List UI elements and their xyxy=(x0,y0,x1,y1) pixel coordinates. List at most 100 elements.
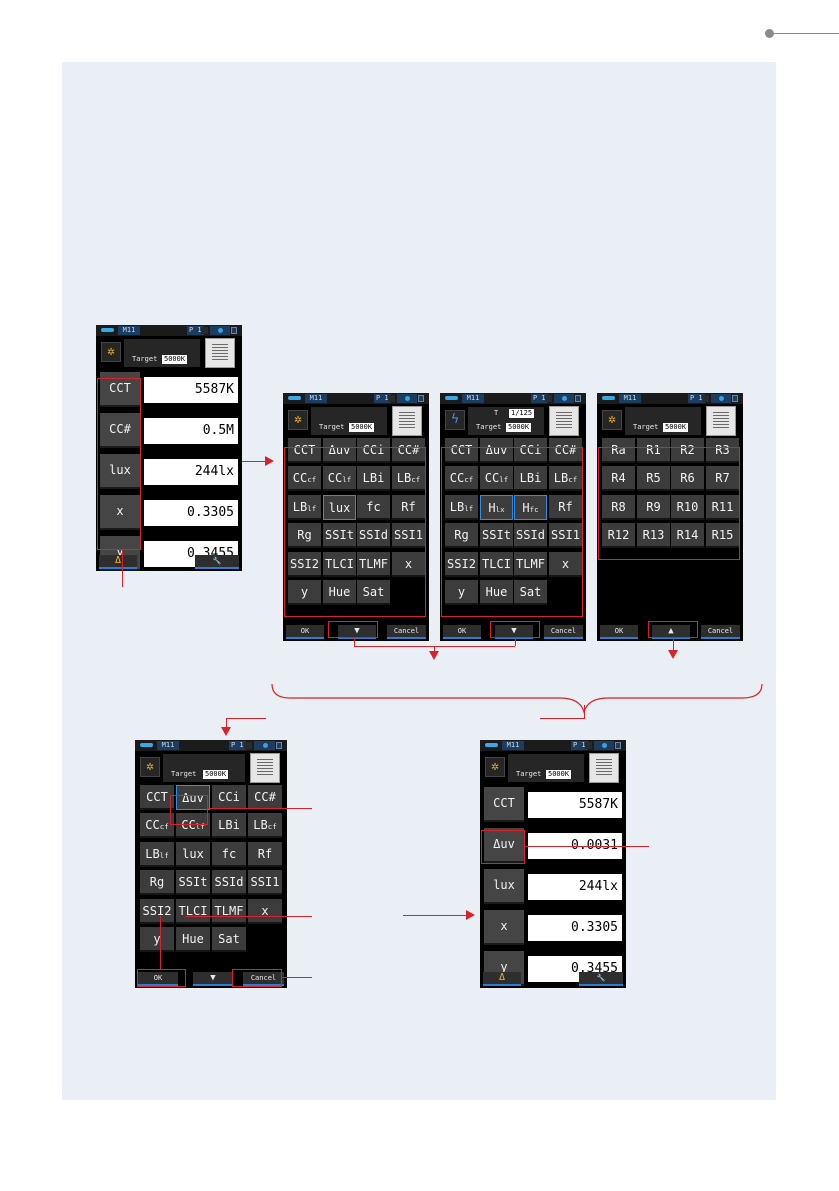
ok-button[interactable]: OK xyxy=(443,625,481,639)
display-label-3[interactable]: lux xyxy=(100,454,140,489)
key-rg[interactable]: Rg xyxy=(140,870,174,895)
key-ssit[interactable]: SSIt xyxy=(323,523,356,548)
key-ssid[interactable]: SSId xyxy=(212,870,246,895)
key-r10[interactable]: R10 xyxy=(671,495,704,520)
key-cclf[interactable]: CClf xyxy=(323,466,356,491)
key-tlci[interactable]: TLCI xyxy=(480,552,513,577)
key-tlmf[interactable]: TLMF xyxy=(357,552,390,577)
data-list-icon[interactable] xyxy=(205,338,235,368)
key-y[interactable]: y xyxy=(288,580,321,605)
page-up-button[interactable]: ▲ xyxy=(652,625,690,639)
key-cci[interactable]: CCi xyxy=(514,438,547,463)
key-x[interactable]: x xyxy=(549,552,582,577)
key-tlci[interactable]: TLCI xyxy=(323,552,356,577)
cancel-button[interactable]: Cancel xyxy=(701,625,740,639)
ambient-mode-icon[interactable]: ✲ xyxy=(288,410,308,430)
key-r2[interactable]: R2 xyxy=(671,438,704,463)
tool-button[interactable]: 🔧 xyxy=(195,555,239,569)
key-x[interactable]: x xyxy=(392,552,425,577)
key-lbcf[interactable]: LBcf xyxy=(392,466,425,491)
key-rf[interactable]: Rf xyxy=(549,495,582,520)
key-uv[interactable]: Δuv xyxy=(480,438,513,463)
key-lbcf[interactable]: LBcf xyxy=(248,813,282,838)
ok-button[interactable]: OK xyxy=(286,625,324,639)
key-ssi1[interactable]: SSI1 xyxy=(549,523,582,548)
key-rg[interactable]: Rg xyxy=(288,523,321,548)
key-lbi[interactable]: LBi xyxy=(514,466,547,491)
key-r13[interactable]: R13 xyxy=(637,523,670,548)
key-ssi2[interactable]: SSI2 xyxy=(288,552,321,577)
display-label-2[interactable]: CC# xyxy=(100,413,140,448)
key-sat[interactable]: Sat xyxy=(514,580,547,605)
display-label-4[interactable]: x xyxy=(100,495,140,530)
key-lbi[interactable]: LBi xyxy=(212,813,246,838)
key-cccf[interactable]: CCcf xyxy=(140,813,174,838)
data-list-icon[interactable] xyxy=(549,406,579,436)
key-r6[interactable]: R6 xyxy=(671,466,704,491)
delta-uv-button[interactable]: Δ xyxy=(483,972,521,986)
data-list-icon[interactable] xyxy=(392,406,422,436)
key-cccf[interactable]: CCcf xyxy=(445,466,478,491)
ambient-mode-icon[interactable]: ✲ xyxy=(101,342,121,362)
key-r15[interactable]: R15 xyxy=(706,523,739,548)
key-lux[interactable]: lux xyxy=(176,842,210,867)
display-label-2[interactable]: Δuv xyxy=(484,828,524,863)
display-label-3[interactable]: lux xyxy=(484,869,524,904)
key-fc[interactable]: fc xyxy=(212,842,246,867)
display-label-1[interactable]: CCT xyxy=(484,787,524,822)
key-sat[interactable]: Sat xyxy=(357,580,390,605)
ok-button[interactable]: OK xyxy=(138,972,178,986)
key-lblf[interactable]: LBlf xyxy=(445,495,478,520)
key-hue[interactable]: Hue xyxy=(176,927,210,952)
key-uv[interactable]: Δuv xyxy=(176,785,210,810)
key-r3[interactable]: R3 xyxy=(706,438,739,463)
key-r4[interactable]: R4 xyxy=(602,466,635,491)
key-sat[interactable]: Sat xyxy=(212,927,246,952)
key-cclf[interactable]: CClf xyxy=(176,813,210,838)
key-lblf[interactable]: LBlf xyxy=(140,842,174,867)
key-cc[interactable]: CC# xyxy=(248,785,282,810)
page-down-button[interactable]: ▼ xyxy=(193,972,233,986)
key-tlmf[interactable]: TLMF xyxy=(212,899,246,924)
key-lblf[interactable]: LBlf xyxy=(288,495,321,520)
key-x[interactable]: x xyxy=(248,899,282,924)
key-cc[interactable]: CC# xyxy=(392,438,425,463)
key-cci[interactable]: CCi xyxy=(212,785,246,810)
key-hue[interactable]: Hue xyxy=(323,580,356,605)
key-r11[interactable]: R11 xyxy=(706,495,739,520)
key-tlmf[interactable]: TLMF xyxy=(514,552,547,577)
data-list-icon[interactable] xyxy=(706,406,736,436)
ambient-mode-icon[interactable]: ✲ xyxy=(485,757,505,777)
data-list-icon[interactable] xyxy=(589,753,619,783)
key-ssi2[interactable]: SSI2 xyxy=(140,899,174,924)
ambient-mode-icon[interactable]: ✲ xyxy=(602,410,622,430)
key-cct[interactable]: CCT xyxy=(288,438,321,463)
page-down-button[interactable]: ▼ xyxy=(338,625,376,639)
key-r5[interactable]: R5 xyxy=(637,466,670,491)
flash-mode-icon[interactable]: ϟ xyxy=(445,410,465,430)
key-rf[interactable]: Rf xyxy=(248,842,282,867)
key-lux[interactable]: lux xyxy=(323,495,356,520)
key-ssit[interactable]: SSIt xyxy=(480,523,513,548)
key-hfc[interactable]: Hfc xyxy=(514,495,547,520)
tool-button[interactable]: 🔧 xyxy=(579,972,623,986)
display-label-1[interactable]: CCT xyxy=(100,372,140,407)
key-ssi1[interactable]: SSI1 xyxy=(248,870,282,895)
key-fc[interactable]: fc xyxy=(357,495,390,520)
key-cci[interactable]: CCi xyxy=(357,438,390,463)
ok-button[interactable]: OK xyxy=(600,625,638,639)
key-ra[interactable]: Ra xyxy=(602,438,635,463)
key-rg[interactable]: Rg xyxy=(445,523,478,548)
cancel-button[interactable]: Cancel xyxy=(387,625,426,639)
key-cclf[interactable]: CClf xyxy=(480,466,513,491)
key-rf[interactable]: Rf xyxy=(392,495,425,520)
delta-uv-button[interactable]: Δ xyxy=(99,555,137,569)
key-uv[interactable]: Δuv xyxy=(323,438,356,463)
key-lbi[interactable]: LBi xyxy=(357,466,390,491)
key-cccf[interactable]: CCcf xyxy=(288,466,321,491)
ambient-mode-icon[interactable]: ✲ xyxy=(140,757,160,777)
key-ssi2[interactable]: SSI2 xyxy=(445,552,478,577)
key-hue[interactable]: Hue xyxy=(480,580,513,605)
key-tlci[interactable]: TLCI xyxy=(176,899,210,924)
key-cc[interactable]: CC# xyxy=(549,438,582,463)
